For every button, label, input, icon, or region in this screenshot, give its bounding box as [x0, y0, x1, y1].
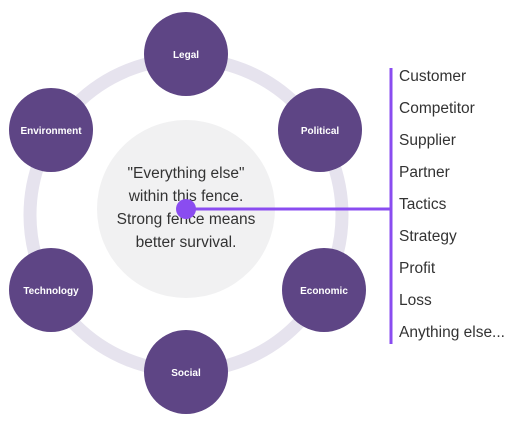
center-line-2: within this fence. [128, 188, 244, 205]
node-social-circle [144, 330, 228, 414]
node-technology-label: Technology [23, 286, 79, 297]
node-environment-label: Environment [20, 126, 82, 137]
list-item-customer: Customer [399, 68, 467, 85]
node-economic-circle [282, 248, 366, 332]
node-technology: Technology [9, 248, 93, 332]
list-item-anything-else: Anything else... [399, 324, 505, 341]
list-item-loss: Loss [399, 292, 432, 309]
list-item-profit: Profit [399, 260, 436, 277]
list-item-strategy: Strategy [399, 228, 457, 245]
node-economic-label: Economic [300, 286, 348, 297]
node-legal-circle [144, 12, 228, 96]
center-line-4: better survival. [135, 234, 237, 251]
center-text: "Everything else" within this fence. Str… [100, 162, 272, 254]
node-legal: Legal [144, 12, 228, 96]
center-line-3: Strong fence means [116, 211, 256, 228]
list-item-supplier: Supplier [399, 132, 456, 149]
node-legal-label: Legal [173, 50, 199, 61]
list-item-tactics: Tactics [399, 196, 447, 213]
list-item-competitor: Competitor [399, 100, 475, 117]
node-political-circle [278, 88, 362, 172]
node-economic: Economic [282, 248, 366, 332]
node-social-label: Social [171, 368, 201, 379]
node-technology-circle [9, 248, 93, 332]
node-environment: Environment [9, 88, 93, 172]
center-line-1: "Everything else" [127, 165, 245, 182]
node-political-label: Political [301, 126, 340, 137]
node-social: Social [144, 330, 228, 414]
list-item-partner: Partner [399, 164, 450, 181]
factor-list: Customer Competitor Supplier Partner Tac… [399, 66, 505, 354]
node-political: Political [278, 88, 362, 172]
node-environment-circle [9, 88, 93, 172]
